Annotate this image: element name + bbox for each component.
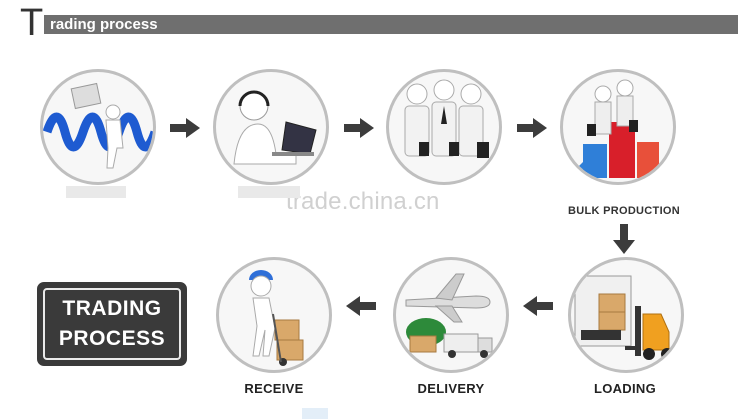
arrow-down-icon [613, 224, 635, 254]
watermark: trade.china.cn [286, 188, 440, 215]
blurred-label [66, 186, 126, 198]
step-receive [216, 257, 332, 373]
trading-process-inner: TRADING PROCESS [43, 288, 181, 360]
airplane-truck-icon [405, 273, 493, 358]
trading-process-line2: PROCESS [58, 327, 166, 350]
bar-chart-icon [573, 79, 659, 178]
step-loading-caption: LOADING [593, 381, 657, 396]
customer-service-icon [233, 90, 317, 165]
www-icon [43, 82, 153, 169]
arrow-left-icon [523, 296, 553, 316]
step-bulk-production-caption: BULK PRODUCTION [567, 205, 681, 217]
step-delivery [393, 257, 509, 373]
arrow-left-icon [346, 296, 376, 316]
step-negotiation [386, 69, 502, 185]
arrow-right-icon [344, 118, 374, 138]
blurred-label [302, 408, 328, 419]
step-delivery-caption: DELIVERY [417, 381, 485, 396]
arrow-right-icon [517, 118, 547, 138]
trading-process-box: TRADING PROCESS [37, 282, 187, 366]
header-initial: T [20, 2, 44, 44]
delivery-man-icon [249, 270, 304, 366]
trading-process-line1: TRADING [62, 297, 162, 320]
step-loading [568, 257, 684, 373]
step-bulk-production [560, 69, 676, 185]
header-bar [44, 15, 738, 34]
step-customer-service [213, 69, 329, 185]
step-receive-caption: RECEIVE [244, 381, 304, 396]
arrow-right-icon [170, 118, 200, 138]
step-inquiry [40, 69, 156, 185]
blurred-label [238, 186, 300, 198]
header-title: rading process [50, 16, 158, 33]
handshake-icon [404, 79, 489, 158]
forklift-icon [574, 275, 673, 360]
